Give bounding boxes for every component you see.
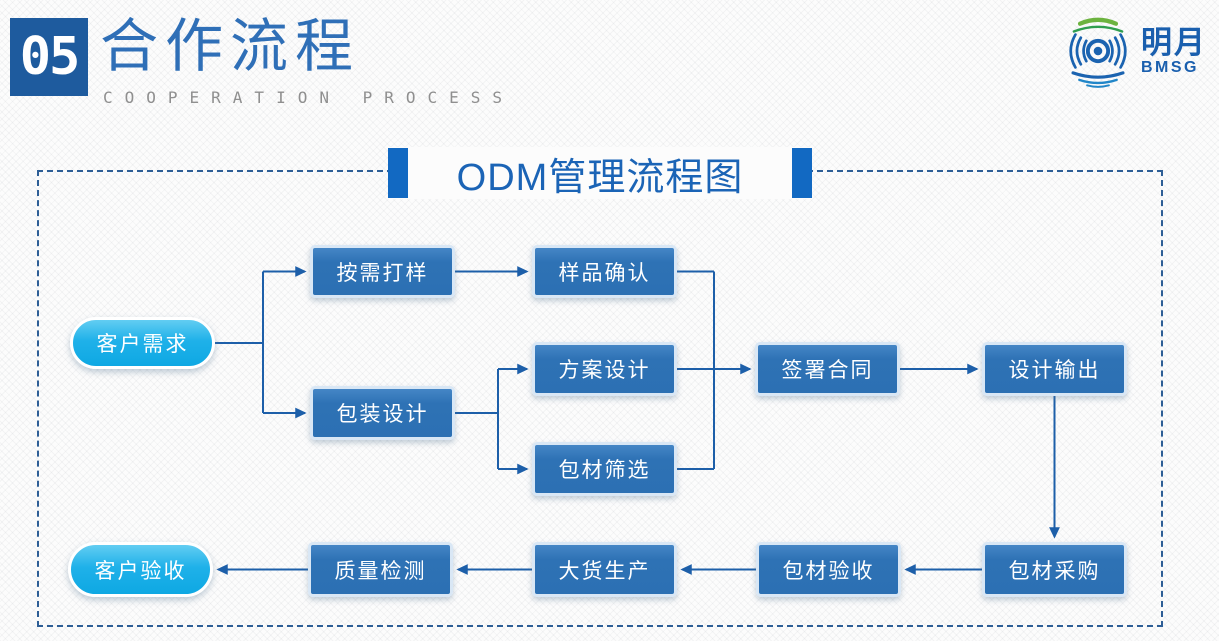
page-subtitle: COOPERATION PROCESS: [103, 88, 515, 107]
flow-node-sign-contract: 签署合同: [755, 342, 900, 396]
flow-node-material-acceptance: 包材验收: [756, 542, 901, 597]
flow-node-customer-demand: 客户需求: [70, 317, 215, 369]
moon-eye-logo-icon: [1069, 17, 1127, 88]
flow-node-quality-inspection: 质量检测: [308, 542, 453, 597]
flow-node-mass-production: 大货生产: [532, 542, 677, 597]
flow-node-packaging-design: 包装设计: [310, 386, 455, 440]
company-logo: 明月 BMSG: [1059, 12, 1207, 90]
page-title: 合作流程: [100, 12, 361, 80]
flow-node-material-procurement: 包材采购: [982, 542, 1127, 597]
flow-node-sample-confirmation: 样品确认: [532, 245, 677, 298]
diagram-title-block: ODM管理流程图: [388, 147, 812, 199]
flow-node-sample-on-demand: 按需打样: [310, 245, 455, 298]
title-accent-bar-left: [388, 148, 408, 198]
logo-text: 明月 BMSG: [1141, 27, 1207, 76]
diagram-title: ODM管理流程图: [456, 156, 744, 199]
title-accent-bar-right: [792, 148, 812, 198]
logo-name-cn: 明月: [1141, 24, 1207, 60]
flow-node-material-screening: 包材筛选: [532, 442, 677, 496]
flow-node-design-output: 设计输出: [982, 342, 1127, 396]
flow-node-solution-design: 方案设计: [532, 342, 677, 396]
section-number-badge: 05: [10, 18, 88, 96]
logo-name-en: BMSG: [1141, 58, 1199, 76]
flow-node-customer-acceptance: 客户验收: [68, 542, 213, 597]
